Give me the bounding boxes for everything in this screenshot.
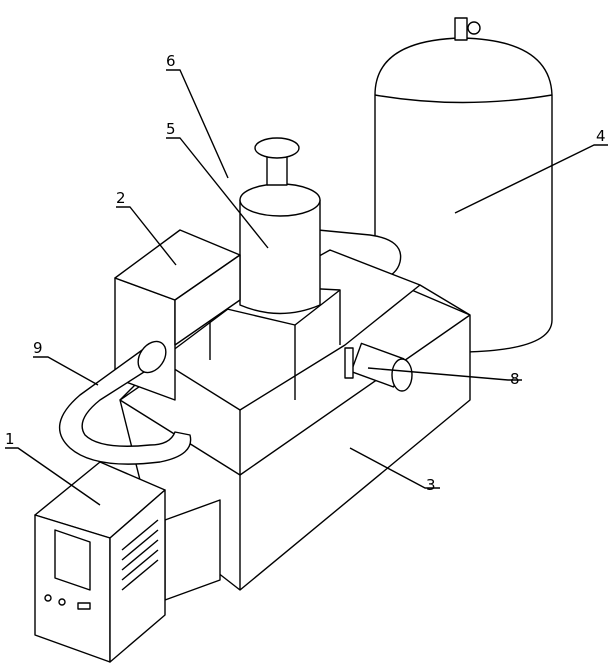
label-2: 2 [116,189,126,207]
label-4: 4 [596,127,606,145]
label-6: 6 [166,52,176,70]
label-9: 9 [33,339,43,357]
label-5: 5 [166,120,176,138]
label-8: 8 [510,370,520,388]
cylinder-5 [240,138,320,314]
label-3: 3 [426,476,436,494]
label-1: 1 [5,430,15,448]
